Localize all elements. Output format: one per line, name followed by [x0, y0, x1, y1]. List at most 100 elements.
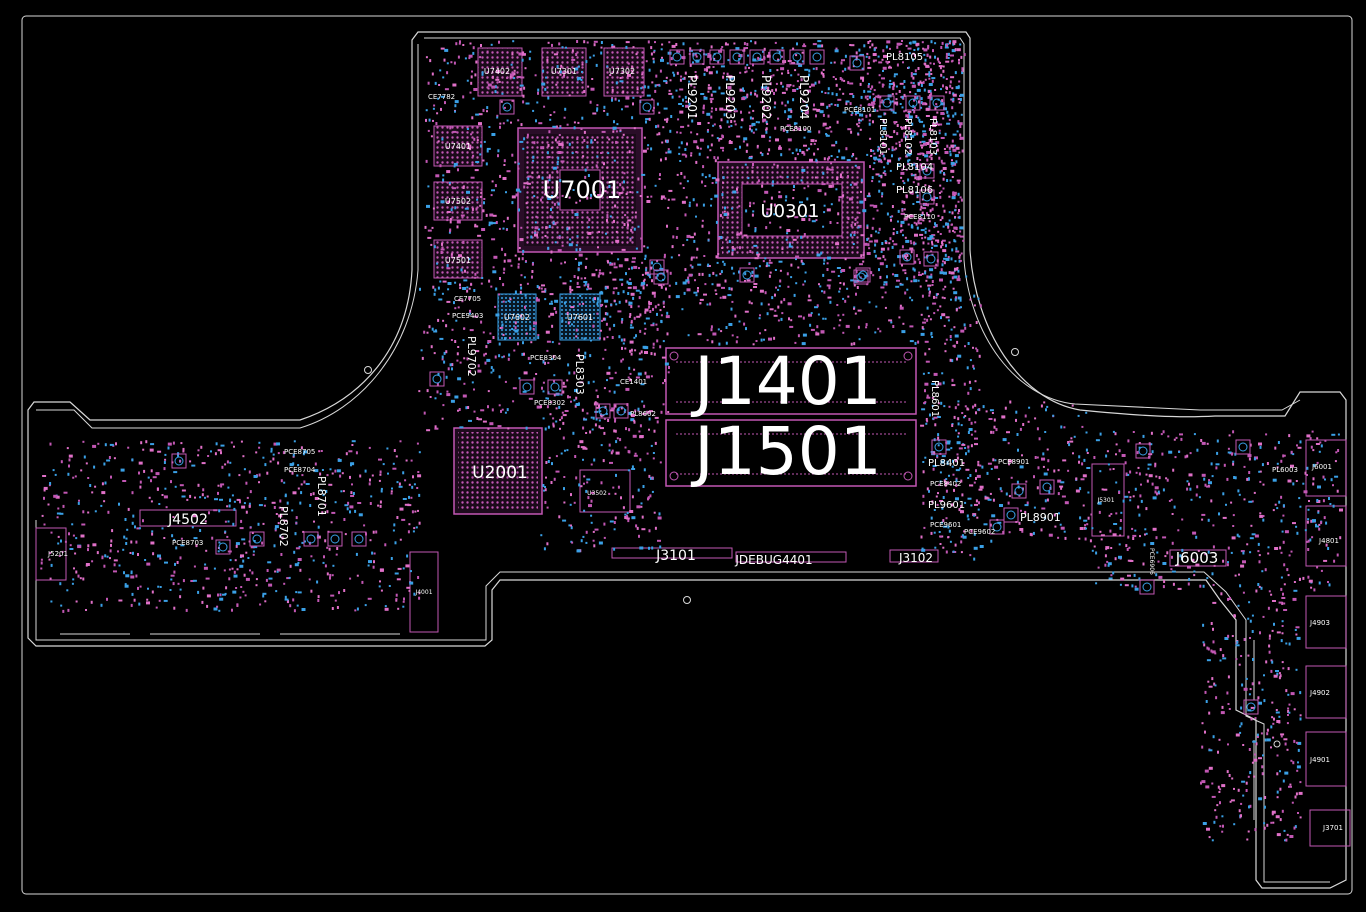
smd-pad	[950, 98, 953, 101]
smd-pad	[334, 469, 337, 473]
smd-pad	[1328, 497, 1330, 500]
smd-pad	[870, 101, 875, 105]
smd-pad	[560, 262, 563, 265]
smd-pad	[953, 291, 958, 295]
smd-pad	[464, 57, 467, 60]
smd-pad	[866, 195, 871, 198]
smd-pad	[57, 535, 60, 538]
smd-pad	[575, 248, 578, 252]
smd-pad	[650, 352, 653, 356]
smd-pad	[609, 315, 612, 318]
smd-pad	[466, 190, 470, 194]
smd-pad	[107, 510, 110, 514]
smd-pad	[501, 408, 504, 411]
smd-pad	[841, 269, 846, 272]
smd-pad	[1299, 714, 1302, 717]
smd-pad	[668, 295, 671, 299]
smd-pad	[609, 520, 614, 523]
smd-pad	[957, 98, 962, 101]
smd-pad	[297, 561, 300, 564]
smd-pad	[989, 492, 992, 495]
smd-pad	[830, 130, 833, 133]
smd-pad	[468, 54, 473, 58]
smd-pad	[757, 179, 760, 183]
smd-pad	[558, 140, 561, 143]
smd-pad	[660, 320, 663, 324]
smd-pad	[503, 159, 506, 163]
smd-pad	[1228, 434, 1231, 437]
smd-pad	[1324, 478, 1326, 481]
smd-pad	[283, 582, 286, 585]
smd-pad	[954, 154, 959, 158]
smd-pad	[204, 496, 206, 499]
smd-pad	[774, 293, 776, 297]
smd-pad	[542, 484, 545, 487]
smd-pad	[535, 119, 537, 123]
smd-pad	[660, 197, 663, 200]
smd-pad	[937, 60, 940, 63]
smd-pad	[1245, 781, 1248, 785]
smd-pad	[437, 286, 440, 290]
smd-pad	[928, 220, 931, 223]
smd-pad	[652, 342, 655, 346]
smd-pad	[982, 405, 985, 409]
smd-pad	[1284, 839, 1286, 842]
smd-pad	[917, 279, 920, 282]
smd-pad	[446, 71, 449, 75]
smd-pad	[978, 354, 981, 358]
smd-pad	[498, 354, 501, 358]
smd-pad	[697, 287, 699, 289]
smd-pad	[665, 151, 668, 154]
smd-pad	[766, 211, 769, 215]
smd-pad	[881, 83, 884, 86]
smd-pad	[748, 263, 751, 265]
smd-pad	[336, 606, 339, 609]
smd-pad	[597, 246, 599, 249]
smd-pad	[172, 582, 175, 586]
smd-pad	[919, 285, 922, 288]
smd-pad	[429, 59, 432, 63]
smd-pad	[866, 224, 869, 227]
smd-pad	[583, 281, 588, 283]
smd-pad	[611, 44, 614, 46]
smd-pad	[434, 427, 439, 430]
smd-pad	[441, 242, 443, 246]
smd-pad	[766, 264, 771, 267]
smd-pad	[713, 53, 716, 56]
smd-pad	[708, 174, 711, 178]
smd-pad	[625, 517, 630, 520]
smd-pad	[613, 547, 616, 551]
smd-pad	[892, 240, 894, 243]
smd-pad	[155, 606, 158, 609]
smd-pad	[549, 118, 552, 121]
smd-pad	[420, 349, 423, 352]
smd-pad	[555, 407, 558, 410]
smd-pad	[871, 104, 874, 107]
smd-pad	[439, 280, 442, 283]
smd-pad	[1293, 708, 1296, 711]
smd-pad	[1150, 542, 1155, 545]
smd-pad	[427, 229, 432, 232]
smd-pad	[618, 335, 621, 339]
smd-pad	[642, 280, 645, 283]
smd-pad	[808, 214, 811, 217]
smd-pad	[1299, 691, 1302, 695]
smd-pad	[560, 452, 563, 455]
smd-pad	[435, 174, 440, 178]
smd-pad	[712, 124, 715, 127]
smd-pad	[395, 593, 398, 597]
smd-pad	[1288, 434, 1291, 438]
smd-pad	[690, 257, 693, 261]
smd-pad	[624, 446, 627, 449]
smd-pad	[617, 258, 620, 261]
smd-pad	[1327, 547, 1330, 550]
smd-pad	[236, 498, 241, 501]
smd-pad	[1335, 451, 1338, 454]
smd-pad	[507, 300, 510, 302]
smd-pad	[437, 97, 440, 100]
smd-pad	[941, 41, 944, 45]
smd-pad	[807, 147, 810, 150]
smd-pad	[1120, 511, 1123, 514]
smd-pad	[42, 475, 47, 477]
smd-pad	[639, 546, 644, 550]
